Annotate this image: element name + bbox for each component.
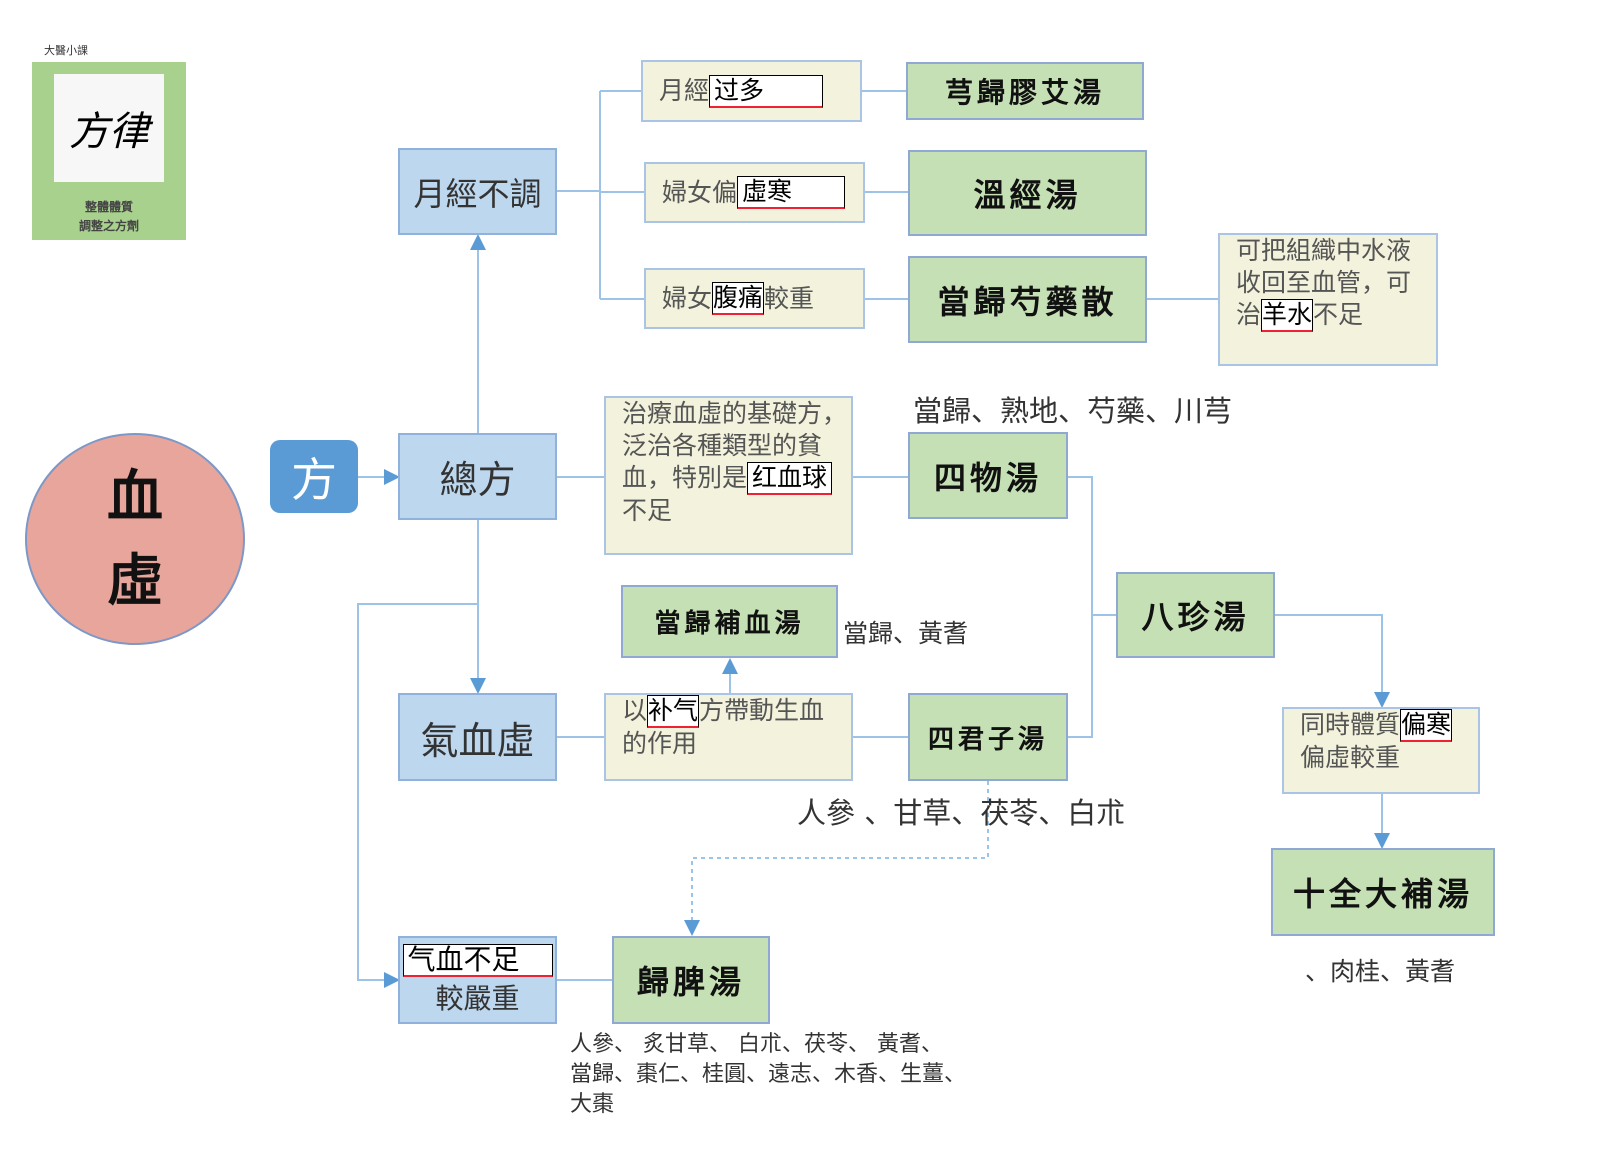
highlight: 偏寒: [1400, 709, 1453, 742]
condition-tonify-qi: 以补气方帶動生血 的作用: [604, 693, 853, 781]
formula-wen-jing: 溫經湯: [908, 150, 1147, 236]
logo: 大醫小課 方律 整體體質 調整之方劑: [32, 42, 186, 240]
logo-caption: 調整之方劑: [78, 219, 139, 233]
label: 不足: [1313, 300, 1364, 329]
herbs-si-wu: 當歸、熟地、芍藥、川芎: [913, 394, 1233, 428]
highlight: 过多: [709, 74, 824, 108]
label: 不足: [622, 496, 673, 525]
root-node: 血虛: [25, 433, 245, 645]
label: 治療血虛的基礎方，: [622, 399, 848, 428]
category-menstrual: 月經不調: [398, 148, 557, 235]
condition-fluid: 可把組織中水液 收回至血管，可 治羊水不足: [1218, 233, 1438, 366]
formula-si-jun-zi: 四君子湯: [908, 693, 1068, 781]
label: 方帶動生血: [699, 696, 825, 725]
label: 較嚴重: [435, 982, 520, 1015]
condition-abdominal-pain: 婦女腹痛較重: [644, 268, 865, 329]
formula-ba-zhen: 八珍湯: [1116, 572, 1275, 658]
root-label: 虛: [107, 548, 163, 614]
logo-caption: 整體體質: [84, 200, 133, 214]
herbs-bu-xue: 當歸、黃耆: [843, 619, 969, 648]
root-label: 血: [107, 464, 163, 530]
highlight: 气血不足: [402, 944, 553, 977]
formula-shi-quan-da-bu: 十全大補湯: [1271, 848, 1495, 936]
condition-excess-menses: 月經过多: [641, 60, 862, 122]
highlight: 腹痛: [712, 282, 765, 315]
formula-gui-pi: 歸脾湯: [612, 936, 770, 1024]
highlight: 补气: [647, 695, 700, 728]
highlight: 虛寒: [737, 176, 846, 209]
label: 人參、 炙甘草、 白朮、茯苓、 黃耆、: [570, 1032, 943, 1057]
formula-xiong-gui-jiao-ai: 芎歸膠艾湯: [906, 62, 1144, 120]
label: 大棗: [570, 1092, 615, 1117]
highlight: 红血球: [747, 462, 833, 495]
formula-dang-gui-bu-xue: 當歸補血湯: [621, 585, 838, 658]
label: 婦女: [662, 283, 713, 313]
label: 收回至血管，可: [1236, 268, 1412, 297]
herbs-si-jun-zi: 人參 、甘草、茯苓、白朮: [797, 796, 1126, 830]
herbs-shi-quan: 、肉桂、黃耆: [1305, 957, 1456, 986]
category-qi-blood-severe: 气血不足 較嚴重: [398, 936, 557, 1024]
label: 的作用: [622, 729, 698, 758]
condition-cold-weak: 同時體質偏寒 偏虛較重: [1282, 707, 1480, 794]
label: 泛治各種類型的貧: [622, 431, 823, 460]
label: 較重: [764, 283, 815, 313]
formula-si-wu: 四物湯: [908, 432, 1068, 519]
label: 偏虛較重: [1300, 743, 1401, 772]
condition-anemia: 治療血虛的基礎方， 泛治各種類型的貧 血，特別是红血球 不足: [604, 396, 853, 555]
label: 月經: [659, 76, 710, 105]
label: 以: [622, 696, 648, 725]
herbs-gui-pi: 人參、 炙甘草、 白朮、茯苓、 黃耆、 當歸、棗仁、桂圓、遠志、木香、生薑、 大…: [570, 1030, 966, 1120]
category-qi-blood: 氣血虛: [398, 693, 557, 781]
fang-node: 方: [270, 440, 358, 513]
label: 血，特別是: [622, 463, 748, 492]
label: 同時體質: [1300, 710, 1401, 739]
formula-dang-gui-shao-yao: 當歸芍藥散: [908, 256, 1147, 343]
condition-cold-deficiency: 婦女偏虛寒: [644, 162, 865, 223]
logo-header: 大醫小課: [44, 44, 88, 57]
label: 可把組織中水液: [1236, 236, 1412, 265]
highlight: 羊水: [1261, 299, 1314, 332]
label: 當歸、棗仁、桂圓、遠志、木香、生薑、: [570, 1062, 967, 1087]
label: 婦女偏: [662, 177, 738, 207]
label: 治: [1236, 300, 1262, 329]
logo-calligraphy: 方律: [54, 74, 164, 182]
category-general: 總方: [398, 433, 557, 520]
